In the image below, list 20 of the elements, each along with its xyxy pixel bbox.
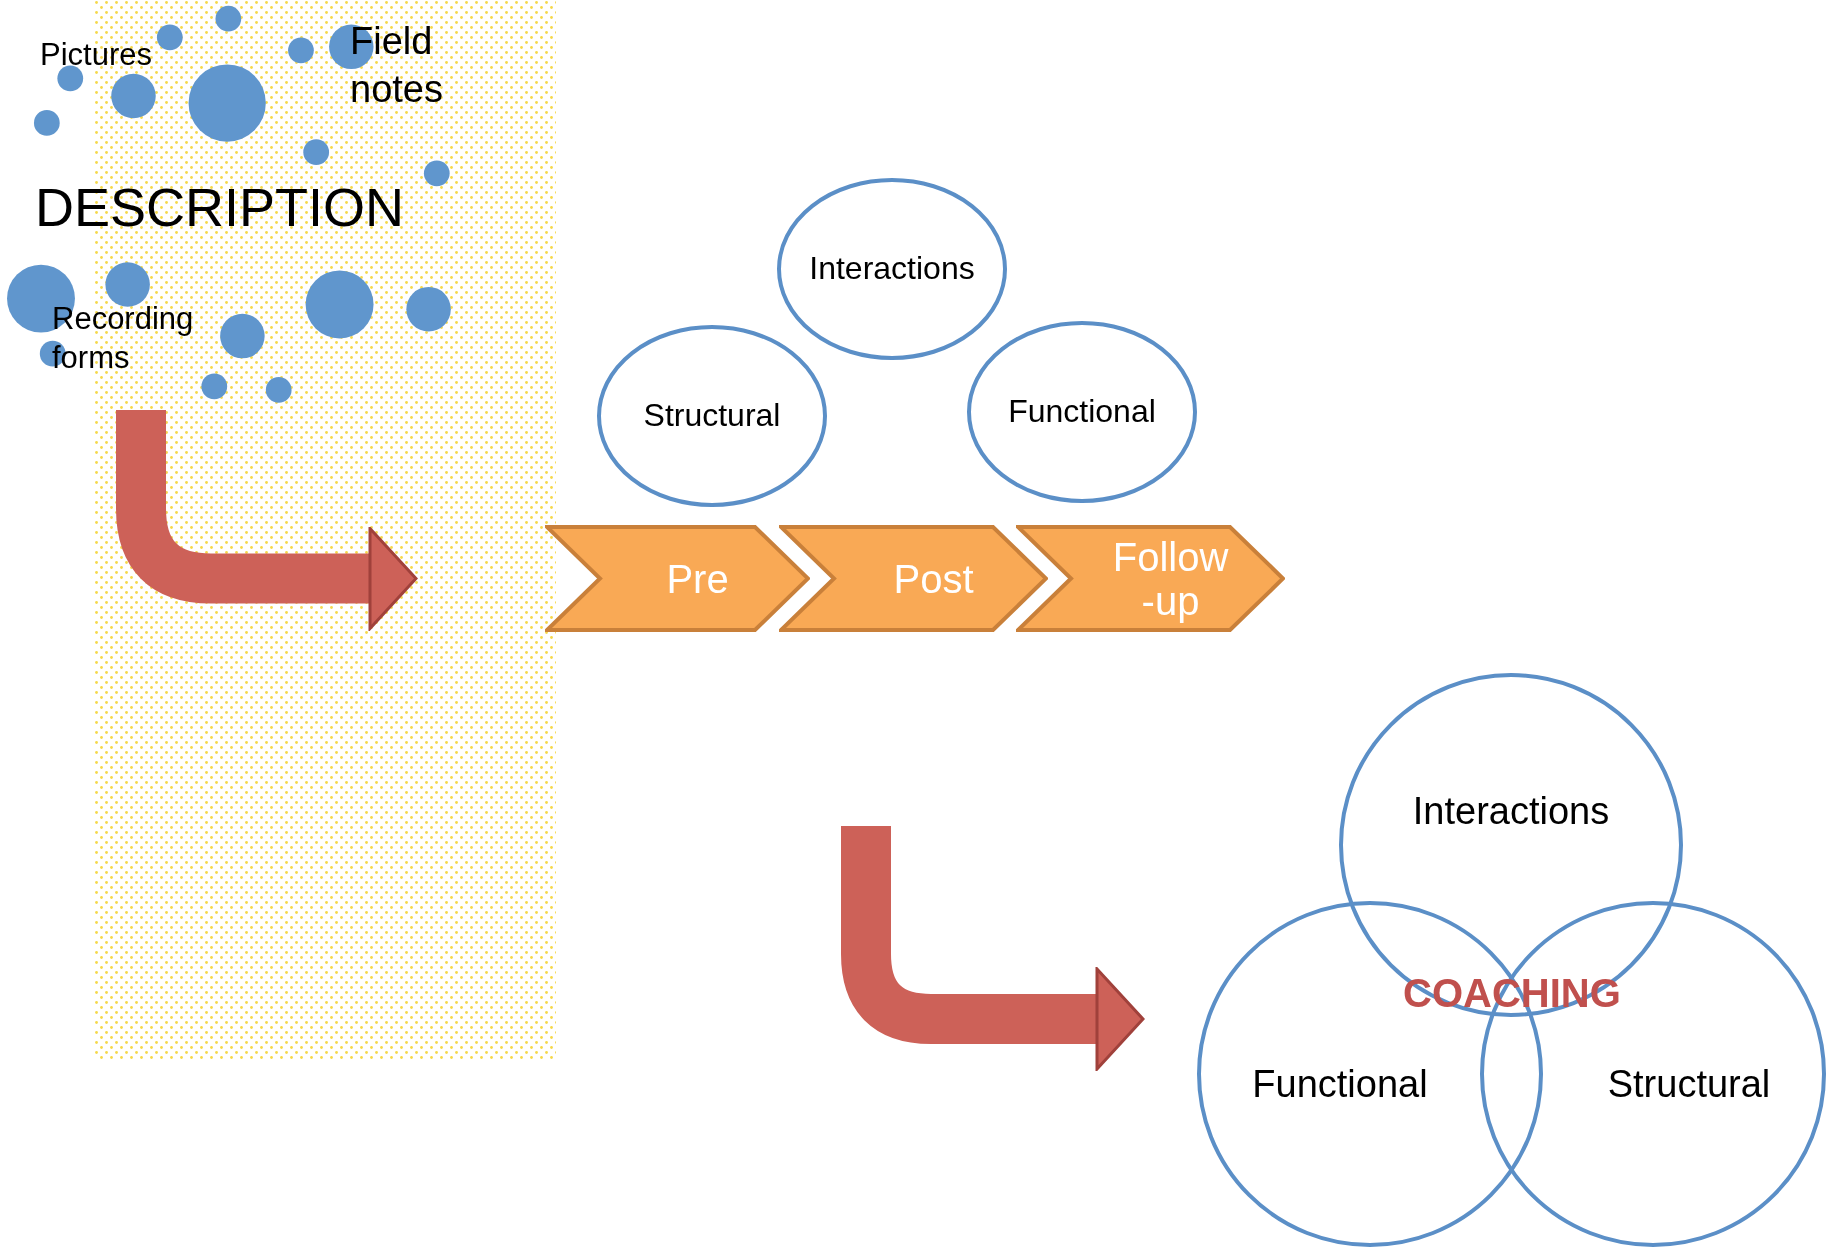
ellipse-label: Interactions [809,251,975,287]
chevron-step [1016,525,1285,632]
step-label: Follow -up [1111,534,1230,623]
circle-label: Functional [1252,1062,1428,1107]
ellipse-label: Structural [643,398,781,434]
source-label: Pictures [40,36,152,74]
step-label: Post [893,556,974,601]
venn-circle [1339,673,1683,1017]
curved-arrow [116,410,418,630]
curved-arrow [841,826,1145,1071]
ellipse [597,325,827,507]
ellipse [967,321,1197,503]
chevron-step [545,525,810,632]
ellipse-label: Functional [1008,394,1156,430]
ellipse [777,178,1007,360]
heading: DESCRIPTION [35,180,405,234]
chevron-step [779,525,1048,632]
step-label: Pre [666,556,729,601]
circle-label: Structural [1607,1062,1771,1107]
circle-label: Interactions [1412,789,1610,834]
